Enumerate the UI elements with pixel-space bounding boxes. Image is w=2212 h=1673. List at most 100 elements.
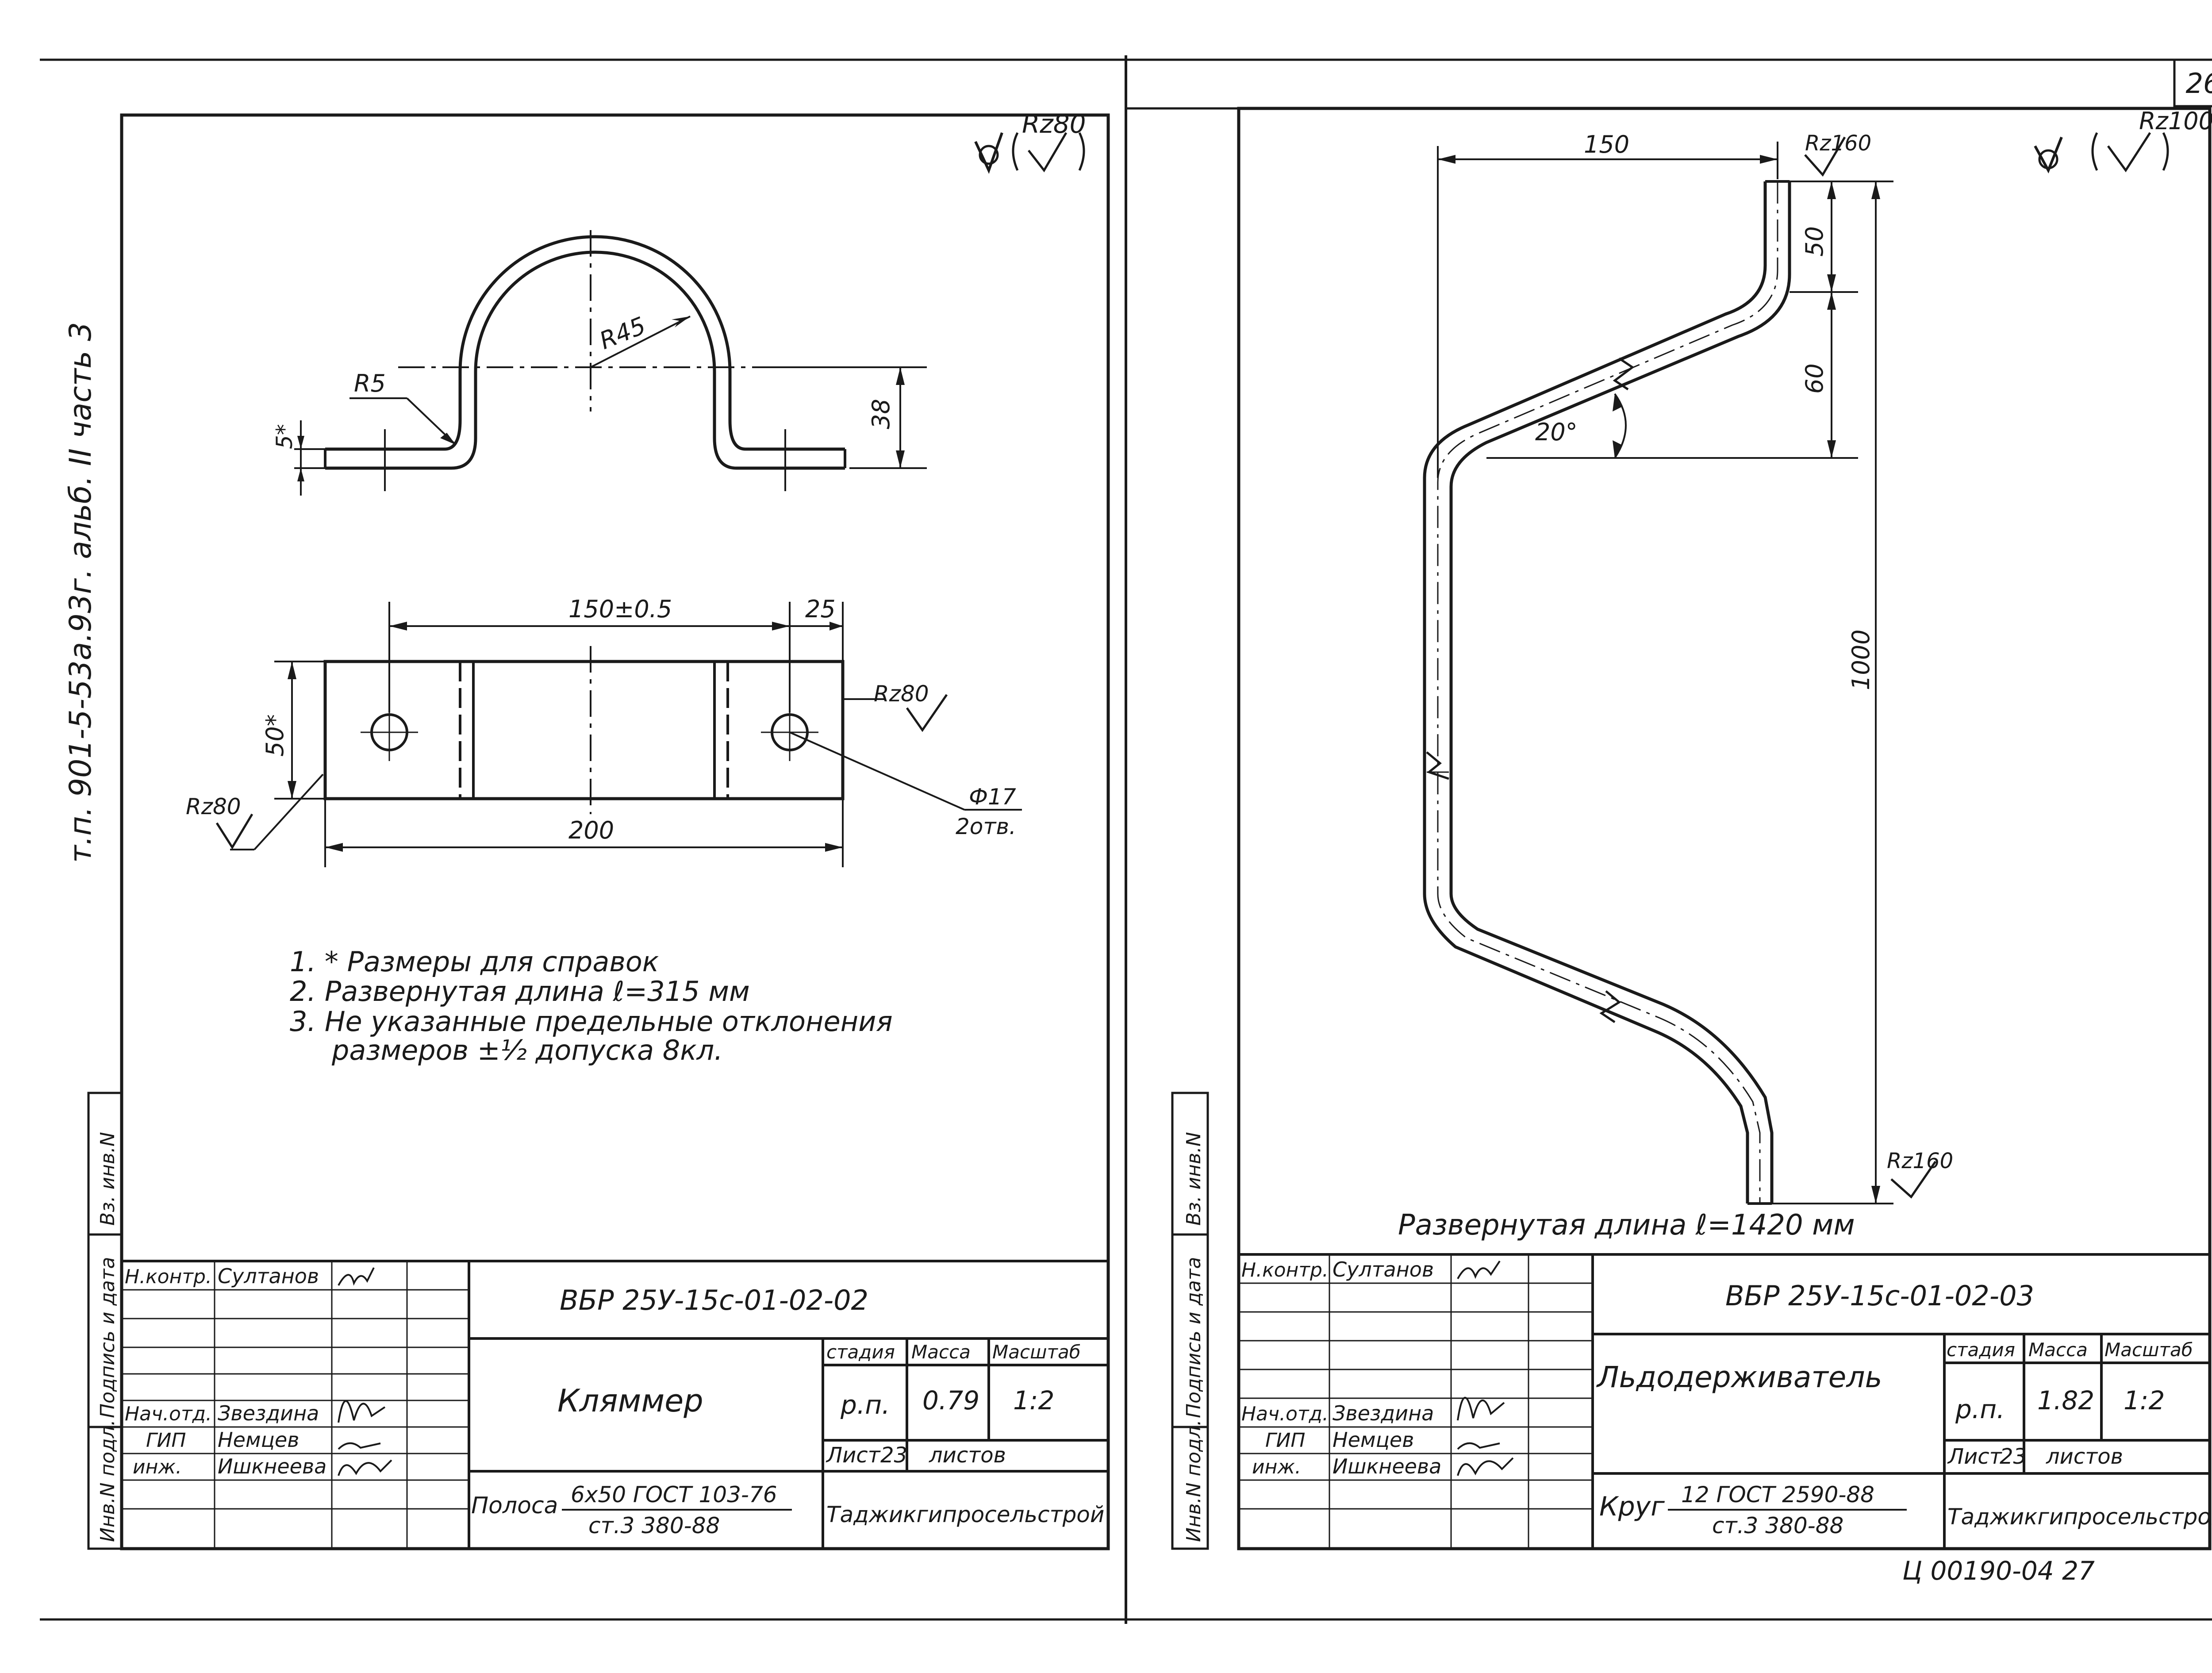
signature — [1457, 1260, 1501, 1279]
note-line: размеров ±½ допуска 8кл. — [331, 1034, 723, 1066]
material-bottom: ст.3 380-88 — [1712, 1513, 1843, 1538]
scale-header: Масштаб — [992, 1341, 1081, 1363]
scale-header: Масштаб — [2104, 1339, 2193, 1361]
footer-code: Ц 00190-04 27 — [1902, 1556, 2095, 1586]
note-line: 2. Развернутая длина ℓ=315 мм — [290, 975, 750, 1008]
left-sheet: Вз. инв.N Подпись и дата Инв.N подл. Rz8… — [87, 109, 1110, 1550]
note-line: 1. * Размеры для справок — [290, 946, 659, 978]
dim-height-38: 38 — [867, 399, 895, 429]
roughness-top-end: Rz160 — [1805, 131, 1871, 156]
stage-value: р.п. — [1955, 1394, 2005, 1424]
right-title-block: Н.контр. Султанов Нач.отд. Звездина ГИП … — [1237, 1253, 2212, 1550]
mass-value: 1.82 — [2037, 1385, 2094, 1415]
left-inv-orig-label: Инв.N подл. — [96, 1419, 119, 1542]
role-name: Звездина — [218, 1401, 319, 1425]
clamp-front-view: R45 R5 38 5* — [272, 230, 927, 496]
left-sign-date-label: Подпись и дата — [96, 1257, 119, 1418]
right-roughness-mark: Rz100 — [2034, 107, 2212, 174]
right-sheet: Вз. инв.N Подпись и дата Инв.N подл. Rz1… — [1126, 107, 2212, 1586]
dim-offset-150: 150 — [1584, 131, 1629, 158]
roughness-hole: Rz80 — [874, 681, 929, 707]
role-name: Султанов — [1333, 1258, 1434, 1281]
sheet-number: 26 — [2186, 67, 2212, 100]
mass-header: Масса — [911, 1341, 971, 1363]
left-title-block: Н.контр. Султанов Нач.отд. Звездина ГИП … — [120, 1260, 1110, 1550]
part-name: Льдодерживатель — [1596, 1360, 1882, 1394]
role-label: Нач.отд. — [125, 1403, 212, 1425]
role-label: инж. — [133, 1456, 182, 1478]
developed-length: Развернутая длина ℓ=1420 мм — [1398, 1209, 1855, 1242]
dim-width-50: 50* — [261, 714, 289, 757]
dim-hole-diameter: Ф17 — [969, 784, 1016, 810]
role-label: инж. — [1252, 1456, 1301, 1478]
role-name: Ишкнеева — [1333, 1454, 1441, 1478]
stage-value: р.п. — [840, 1390, 890, 1420]
roughness-edge: Rz80 — [186, 794, 241, 819]
right-side-strip — [1171, 1092, 1209, 1550]
scale-value: 1:2 — [2124, 1385, 2165, 1415]
ice-holder-rod — [1423, 180, 1791, 1205]
sheet-number-box: 26 — [2173, 58, 2212, 108]
sheets-label: листов — [2046, 1444, 2123, 1469]
signature — [1457, 1457, 1514, 1476]
side-stamp: т.п. 901-5-53а.93г. альб. II часть 3 — [63, 322, 98, 863]
material-bottom: ст.3 380-88 — [588, 1513, 720, 1538]
doc-code: ВБР 25У-15с-01-02-03 — [1725, 1280, 2034, 1312]
dim-length-150: 150±0.5 — [568, 595, 672, 623]
left-inv-replace-label: Вз. инв.N — [96, 1132, 119, 1226]
dim-end-25: 25 — [805, 595, 836, 623]
left-notes: 1. * Размеры для справок 2. Развернутая … — [290, 946, 893, 1066]
right-inv-replace-label: Вз. инв.N — [1183, 1132, 1205, 1226]
right-roughness-label: Rz100 — [2139, 107, 2212, 135]
left-roughness-mark: Rz80 — [974, 109, 1086, 174]
dim-r45: R45 — [595, 312, 649, 355]
role-name: Звездина — [1333, 1401, 1434, 1425]
dim-overall-200: 200 — [568, 816, 614, 844]
dim-hole-count: 2отв. — [956, 814, 1016, 839]
left-roughness-label: Rz80 — [1022, 109, 1086, 139]
sheets-label: листов — [929, 1443, 1006, 1468]
material-prefix: Круг — [1599, 1491, 1665, 1522]
role-label: Нач.отд. — [1241, 1403, 1329, 1425]
dim-total-1000: 1000 — [1847, 630, 1875, 690]
dim-angle: 20° — [1535, 418, 1578, 446]
right-inv-orig-label: Инв.N подл. — [1183, 1419, 1205, 1542]
material-top: 6x50 ГОСТ 103-76 — [571, 1482, 777, 1508]
role-label: Н.контр. — [125, 1265, 212, 1288]
role-label: ГИП — [146, 1429, 186, 1452]
dim-r5: R5 — [354, 369, 386, 397]
sheet-value: 23 — [2000, 1444, 2027, 1469]
organization: Таджикгипросельстрой — [826, 1502, 1104, 1527]
sheet-label: Лист — [1947, 1444, 2003, 1469]
sheet-label: Лист — [826, 1443, 881, 1468]
role-label: Н.контр. — [1241, 1259, 1329, 1281]
role-name: Немцев — [1333, 1428, 1414, 1452]
role-name: Ишкнеева — [218, 1454, 326, 1478]
dim-seg-60: 60 — [1801, 363, 1828, 394]
roughness-bottom-end: Rz160 — [1887, 1149, 1953, 1173]
stage-header: стадия — [1947, 1339, 2015, 1361]
material-prefix: Полоса — [471, 1492, 558, 1519]
right-sign-date-label: Подпись и дата — [1183, 1257, 1205, 1418]
stage-header: стадия — [826, 1341, 895, 1363]
role-label: ГИП — [1265, 1429, 1306, 1452]
mass-value: 0.79 — [922, 1385, 979, 1415]
role-name: Султанов — [218, 1264, 319, 1288]
signature — [1457, 1442, 1500, 1450]
note-line: 3. Не указанные предельные отклонения — [290, 1005, 893, 1038]
role-name: Немцев — [218, 1428, 299, 1452]
clamp-plan-view: 150±0.5 25 50* 200 Ф17 2отв. — [186, 595, 1022, 867]
signature — [338, 1459, 392, 1476]
doc-code: ВБР 25У-15с-01-02-02 — [560, 1284, 868, 1316]
sheet-value: 23 — [880, 1443, 907, 1468]
signature — [338, 1400, 386, 1423]
dim-seg-50: 50 — [1801, 226, 1828, 257]
side-project-text: т.п. 901-5-53а.93г. альб. II часть 3 — [63, 322, 98, 863]
signature — [338, 1267, 375, 1286]
part-name: Кляммер — [557, 1383, 703, 1419]
right-dims: 150 Rz160 50 60 1000 20° Rz160 — [1437, 131, 1953, 1204]
mass-header: Масса — [2028, 1339, 2088, 1361]
organization: Таджикгипросельстрой — [1947, 1504, 2212, 1530]
